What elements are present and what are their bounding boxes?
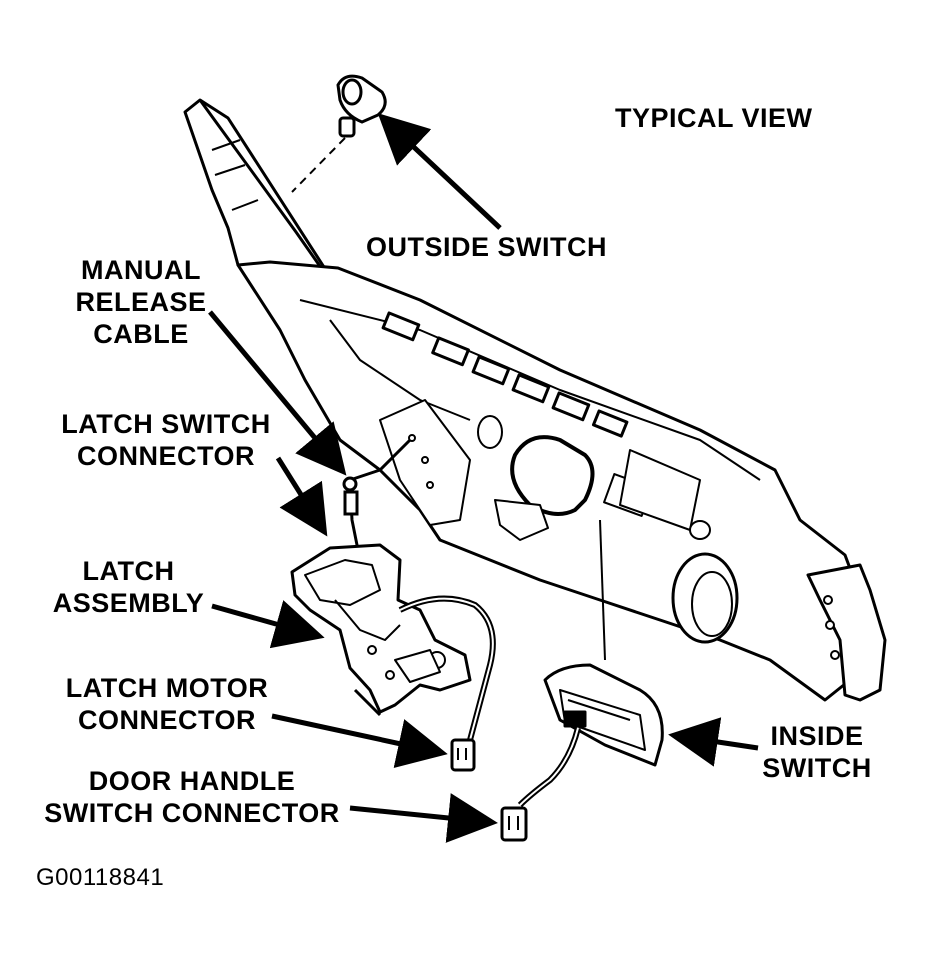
door-inner-panel — [183, 98, 887, 702]
latch-motor-connector-icon — [398, 595, 496, 772]
door-handle-switch-connector-line-1: DOOR HANDLE — [88, 766, 296, 796]
latch-switch-connector-label: LATCH SWITCH CONNECTOR — [52, 408, 280, 472]
arrow-icon — [211, 600, 325, 649]
manual-release-cable-label: MANUAL RELEASE CABLE — [66, 254, 216, 350]
arrow-icon — [377, 113, 502, 230]
latch-motor-connector-line-2: CONNECTOR — [77, 705, 256, 735]
latch-motor-connector-line-1: LATCH MOTOR — [65, 673, 269, 703]
arrow-icon — [271, 713, 448, 768]
manual-release-cable-line-1: MANUAL — [81, 255, 201, 285]
latch-switch-connector-line-1: LATCH SWITCH — [61, 409, 271, 439]
arrow-icon — [208, 310, 347, 476]
inside-switch-label: INSIDE SWITCH — [756, 720, 878, 784]
latch-assembly-line-1: LATCH — [82, 556, 175, 586]
figure-id: G00118841 — [36, 864, 165, 891]
arrow-icon — [668, 717, 759, 767]
leader-arrows — [208, 113, 759, 843]
inside-switch-line-1: INSIDE — [770, 721, 864, 751]
manual-release-cable-line-3: CABLE — [93, 319, 189, 349]
manual-release-cable-line-2: RELEASE — [75, 287, 207, 317]
outside-switch-icon — [291, 74, 387, 193]
outside-switch-label: OUTSIDE SWITCH — [366, 232, 607, 262]
door-handle-switch-connector-line-2: SWITCH CONNECTOR — [44, 798, 340, 828]
latch-assembly-label: LATCH ASSEMBLY — [46, 555, 211, 619]
door-handle-switch-connector-icon — [500, 727, 581, 842]
arrow-icon — [349, 793, 498, 843]
inside-switch-icon — [543, 519, 664, 767]
door-handle-switch-connector-label: DOOR HANDLE SWITCH CONNECTOR — [34, 765, 350, 829]
view-title: TYPICAL VIEW — [615, 103, 813, 133]
latch-switch-connector-line-2: CONNECTOR — [76, 441, 255, 471]
latch-assembly-icon — [290, 543, 472, 717]
inside-switch-line-2: SWITCH — [762, 753, 872, 783]
latch-assembly-line-2: ASSEMBLY — [52, 588, 205, 618]
arrow-icon — [275, 456, 328, 537]
latch-motor-connector-label: LATCH MOTOR CONNECTOR — [56, 672, 278, 736]
